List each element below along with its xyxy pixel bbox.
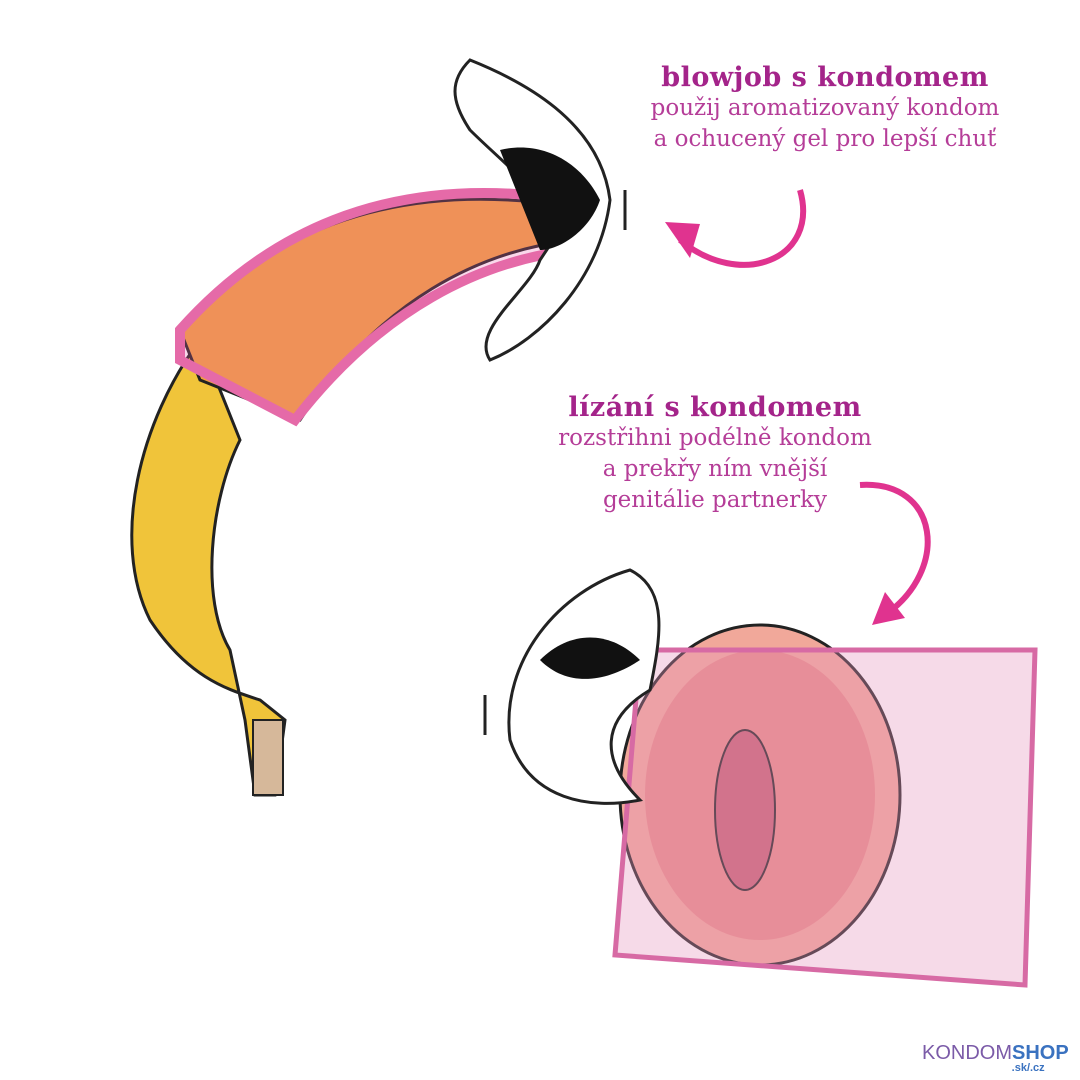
logo-text-b: SHOP — [1012, 1042, 1069, 1064]
lizani-caption: lízání s kondomem rozstřihni podélně kon… — [535, 392, 895, 516]
logo-text-a: KONDOM — [922, 1042, 1012, 1064]
blowjob-line: a ochucený gel pro lepší chuť — [653, 126, 997, 152]
blowjob-title: blowjob s kondomem — [661, 62, 989, 93]
banana-illustration — [130, 188, 581, 797]
grapefruit-illustration — [612, 623, 1038, 988]
curved-arrow-icon — [859, 481, 931, 625]
kondomshop-logo: KONDOMSHOP .sk/.cz — [922, 1042, 1069, 1074]
lizani-line: genitálie partnerky — [602, 487, 828, 513]
mouth-illustration-top — [453, 58, 627, 362]
lizani-title: lízání s kondomem — [568, 392, 862, 423]
lizani-line: rozstřihni podélně kondom — [558, 425, 872, 451]
logo-domain: .sk/.cz — [1011, 1062, 1045, 1074]
blowjob-line: použij aromatizovaný kondom — [650, 95, 1000, 121]
curved-arrow-icon — [665, 189, 807, 268]
blowjob-caption: blowjob s kondomem použij aromatizovaný … — [630, 62, 1020, 155]
lizani-line: a prekřy ním vnější — [602, 456, 828, 482]
mouth-illustration-bottom — [483, 568, 661, 805]
condom-sheet — [612, 647, 1038, 988]
banana-stem — [252, 719, 284, 796]
